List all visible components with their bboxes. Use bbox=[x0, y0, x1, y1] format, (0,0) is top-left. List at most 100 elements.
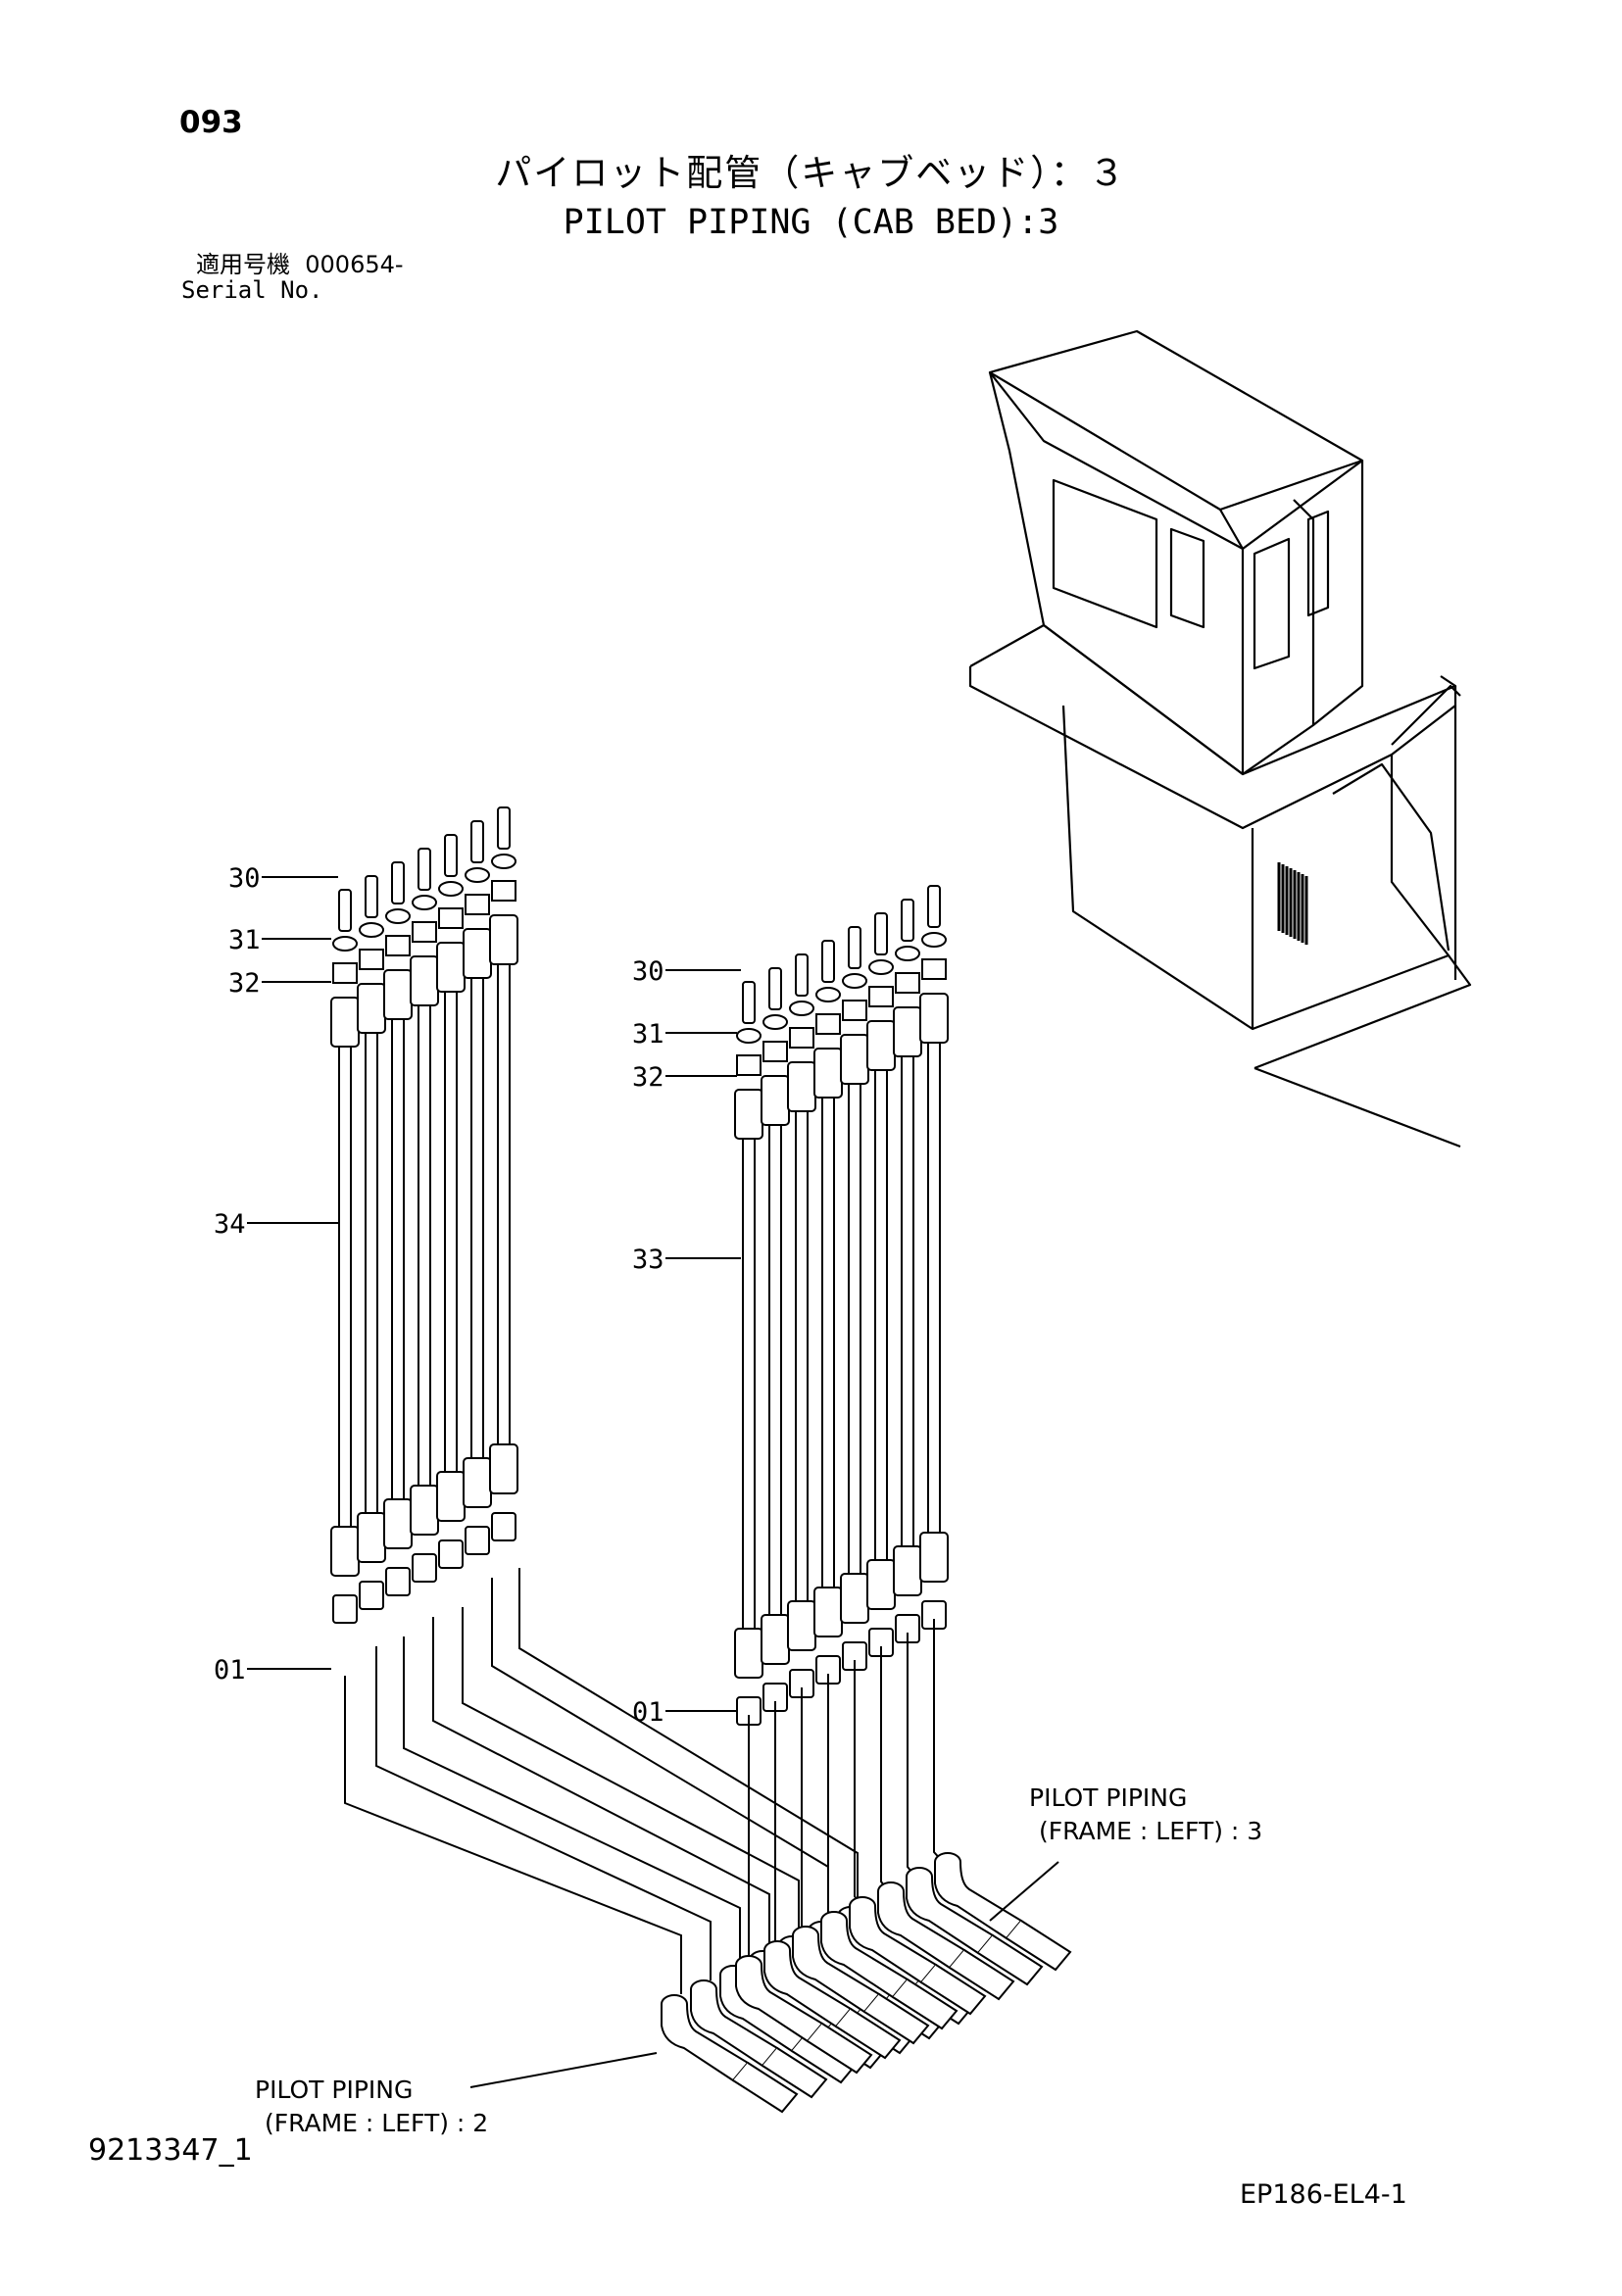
upper-elbow-2 bbox=[763, 1940, 902, 2060]
lower-adapter bbox=[385, 1567, 411, 1596]
route-right-2 bbox=[774, 1701, 782, 1961]
pipe-assembly-3 bbox=[787, 953, 816, 1698]
lower-fitting bbox=[410, 1485, 439, 1536]
leader-line-11 bbox=[989, 1861, 1059, 1922]
lower-adapter bbox=[438, 1539, 464, 1569]
cab-pipe-bundle-miniature bbox=[1277, 862, 1308, 945]
note-frame-left-2-line2: (FRAME : LEFT) : 2 bbox=[265, 2109, 489, 2137]
route-right-7 bbox=[907, 1633, 924, 1887]
pipe-tube bbox=[874, 1069, 888, 1561]
callout-right-32: 32 bbox=[632, 1062, 664, 1093]
pipe-tube bbox=[470, 977, 484, 1459]
pipe-assembly-7 bbox=[489, 806, 518, 1541]
outgoing-pipe bbox=[1006, 1920, 1072, 1972]
cab-window-front bbox=[1052, 478, 1158, 629]
o-ring bbox=[868, 959, 894, 975]
o-ring bbox=[465, 867, 490, 883]
cab-outline-8 bbox=[968, 666, 1457, 830]
lower-fitting bbox=[734, 1628, 763, 1679]
callout-right-31: 31 bbox=[632, 1019, 664, 1050]
lower-fitting bbox=[489, 1443, 518, 1494]
pipe-bundle-left bbox=[330, 806, 518, 1624]
route-left-4 bbox=[432, 1617, 770, 1953]
outgoing-pipe bbox=[949, 1949, 1015, 2001]
note-frame-left-2-line1: PILOT PIPING bbox=[255, 2076, 414, 2104]
pipe-assembly-1 bbox=[734, 981, 763, 1726]
nut bbox=[815, 1013, 841, 1035]
cab-outline-14 bbox=[1391, 684, 1461, 746]
serial-label-japanese: 適用号機 bbox=[196, 251, 290, 278]
note-frame-left-3-line2: (FRAME : LEFT) : 3 bbox=[1039, 1817, 1263, 1845]
pipe-tube bbox=[444, 991, 458, 1473]
pipe-tube bbox=[927, 1042, 941, 1534]
adapter-bolt bbox=[795, 953, 809, 997]
page-number: 093 bbox=[179, 105, 243, 140]
route-left-5 bbox=[462, 1607, 800, 1939]
upper-fitting bbox=[893, 1006, 922, 1057]
lower-fitting bbox=[330, 1526, 360, 1577]
pipe-tube bbox=[901, 1055, 914, 1547]
lower-elbow-1 bbox=[661, 1994, 799, 2114]
pipe-tube bbox=[497, 963, 511, 1445]
upper-fitting bbox=[330, 997, 360, 1048]
o-ring bbox=[842, 973, 867, 989]
pipe-tube bbox=[391, 1018, 405, 1500]
serial-label-english: Serial No. bbox=[181, 276, 323, 304]
upper-elbow-3 bbox=[792, 1926, 930, 2045]
upper-fitting bbox=[813, 1048, 843, 1099]
upper-fitting bbox=[866, 1020, 896, 1071]
adapter-bolt bbox=[768, 967, 782, 1010]
outgoing-pipe bbox=[762, 2047, 828, 2099]
lower-adapter bbox=[332, 1594, 358, 1624]
outgoing-pipe bbox=[732, 2062, 799, 2114]
route-left-2 bbox=[375, 1646, 712, 1980]
title-english: PILOT PIPING (CAB BED):3 bbox=[563, 203, 1059, 242]
pipe-assembly-6 bbox=[866, 912, 896, 1657]
cab-outline-4 bbox=[989, 371, 1363, 551]
serial-value: 000654- bbox=[305, 251, 404, 278]
upper-fitting bbox=[383, 969, 413, 1020]
lower-adapter bbox=[465, 1526, 490, 1555]
cab-outline-1 bbox=[988, 329, 1364, 512]
adapter-bolt bbox=[848, 926, 861, 969]
o-ring bbox=[332, 936, 358, 952]
route-right-5 bbox=[854, 1660, 867, 1917]
o-ring bbox=[491, 854, 516, 869]
outgoing-pipe bbox=[835, 2008, 902, 2060]
cab-bed-illustration bbox=[968, 329, 1472, 1148]
route-right-3 bbox=[801, 1687, 811, 1946]
adapter-bolt bbox=[444, 834, 458, 877]
adapter-bolt bbox=[874, 912, 888, 955]
adapter-bolt bbox=[470, 820, 484, 863]
cab-outline-3 bbox=[1242, 461, 1364, 775]
nut bbox=[438, 907, 464, 929]
o-ring bbox=[815, 987, 841, 1002]
adapter-bolt bbox=[365, 875, 378, 918]
pipe-tube bbox=[338, 1046, 352, 1528]
o-ring bbox=[736, 1028, 762, 1044]
cab-outline-10 bbox=[1252, 953, 1472, 1070]
cab-window-side bbox=[1169, 527, 1205, 629]
pipe-assembly-7 bbox=[893, 899, 922, 1643]
outgoing-pipe bbox=[977, 1934, 1044, 1986]
pipe-tube bbox=[795, 1110, 809, 1602]
lower-fitting bbox=[463, 1457, 492, 1508]
pipe-assembly-8 bbox=[919, 885, 949, 1630]
drawing-number: 9213347_1 bbox=[88, 2133, 253, 2168]
pipe-tube bbox=[365, 1032, 378, 1514]
route-right-8 bbox=[933, 1619, 953, 1873]
pipe-assembly-4 bbox=[410, 848, 439, 1583]
pipe-assembly-1 bbox=[330, 889, 360, 1624]
cab-outline-6 bbox=[1293, 499, 1315, 725]
lower-fitting bbox=[761, 1614, 790, 1665]
pipe-assembly-2 bbox=[357, 875, 386, 1610]
nut bbox=[789, 1027, 814, 1049]
route-right-4 bbox=[827, 1674, 839, 1931]
upper-fitting bbox=[436, 942, 466, 993]
lower-fitting bbox=[893, 1545, 922, 1596]
cab-outline-5 bbox=[1219, 509, 1244, 550]
route-left-3 bbox=[403, 1637, 741, 1967]
elbow-fittings bbox=[661, 1852, 1072, 2114]
pipe-assembly-6 bbox=[463, 820, 492, 1555]
